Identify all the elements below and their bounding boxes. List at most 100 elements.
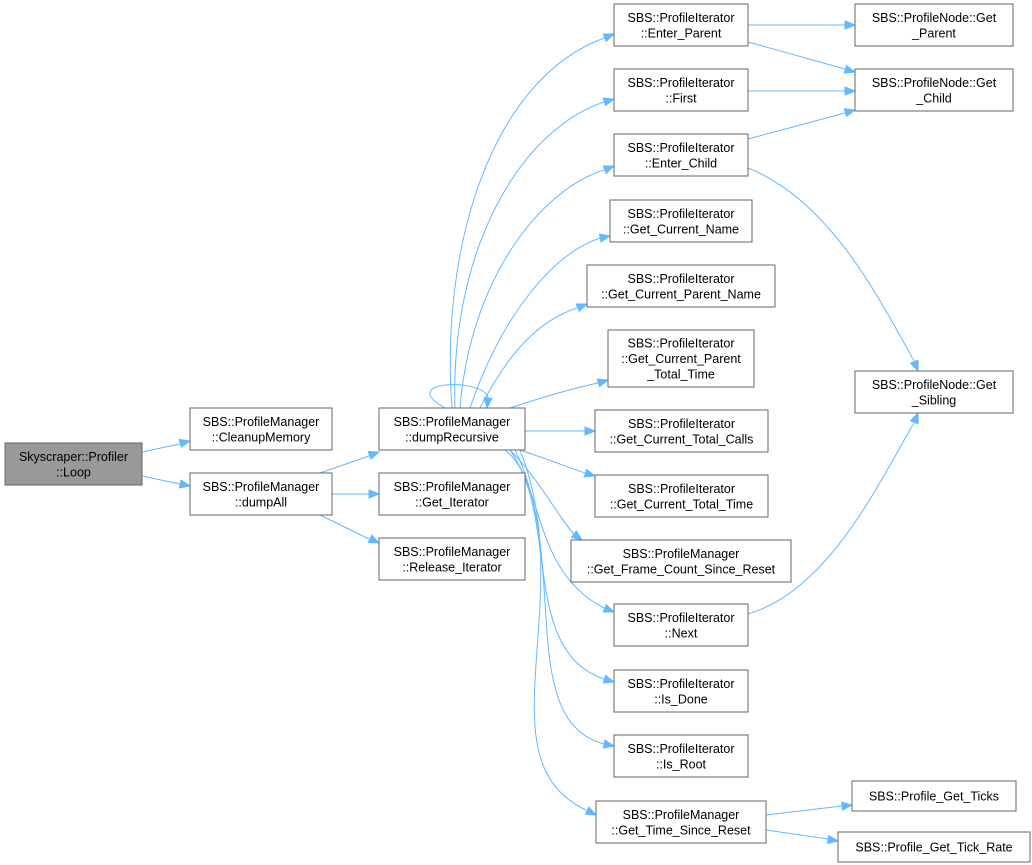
node-dumprec[interactable]: SBS::ProfileManager::dumpRecursive	[378, 407, 526, 451]
edges-layer	[141, 20, 919, 845]
node-label-line: SBS::ProfileManager	[203, 415, 320, 429]
node-label-line: SBS::Profile_Get_Tick_Rate	[855, 841, 1012, 855]
node-label-line: _Total_Time	[646, 368, 715, 382]
node-box	[594, 409, 769, 453]
edge-enterchild-getsibling	[747, 167, 919, 373]
node-label-line: ::Loop	[56, 465, 91, 479]
node-curtotalcalls[interactable]: SBS::ProfileIterator::Get_Current_Total_…	[594, 409, 769, 453]
node-label-line: SBS::ProfileIterator	[628, 141, 735, 155]
node-box	[607, 329, 755, 388]
node-label-line: ::dumpRecursive	[405, 430, 499, 444]
node-box	[189, 407, 333, 451]
node-box	[594, 474, 769, 518]
edge-enterchild-getchild	[747, 108, 857, 140]
edge-first-getchild	[748, 86, 857, 96]
node-first[interactable]: SBS::ProfileIterator::First	[613, 68, 749, 112]
edge-dumprec-curname	[469, 233, 612, 409]
node-getticks[interactable]: SBS::Profile_Get_Ticks	[851, 780, 1017, 812]
node-label-line: SBS::ProfileIterator	[628, 337, 735, 351]
node-label-line: SBS::ProfileIterator	[628, 417, 735, 431]
node-curparentname[interactable]: SBS::ProfileIterator::Get_Current_Parent…	[586, 264, 776, 308]
node-curtotaltime[interactable]: SBS::ProfileIterator::Get_Current_Total_…	[594, 474, 769, 518]
node-label-line: SBS::ProfileIterator	[628, 742, 735, 756]
node-label-line: ::First	[665, 91, 697, 105]
nodes-layer: Skyscraper::Profiler::LoopSBS::ProfileMa…	[4, 3, 1031, 863]
node-box	[613, 133, 749, 177]
node-box	[609, 199, 753, 243]
edge-dumprec-timesince	[519, 449, 598, 816]
node-getparent[interactable]: SBS::ProfileNode::Get_Parent	[854, 3, 1014, 47]
node-label-line: SBS::ProfileIterator	[628, 11, 735, 25]
node-label-line: ::Get_Time_Since_Reset	[611, 823, 751, 837]
edge-dumprec-self	[429, 384, 493, 410]
edge-dumprec-next	[504, 449, 616, 613]
node-box	[613, 669, 749, 713]
node-box	[613, 68, 749, 112]
node-getiter[interactable]: SBS::ProfileManager::Get_Iterator	[378, 472, 526, 516]
node-label-line: ::Enter_Child	[645, 156, 717, 170]
node-label-line: SBS::ProfileManager	[623, 808, 740, 822]
node-box	[613, 3, 749, 47]
node-label-line: Skyscraper::Profiler	[19, 450, 128, 464]
node-label-line: SBS::ProfileIterator	[628, 272, 735, 286]
node-box	[378, 407, 526, 451]
node-curparenttotal[interactable]: SBS::ProfileIterator::Get_Current_Parent…	[607, 329, 755, 388]
node-box	[570, 539, 792, 583]
node-label-line: ::CleanupMemory	[212, 430, 311, 444]
node-loop[interactable]: Skyscraper::Profiler::Loop	[4, 442, 143, 486]
node-label-line: SBS::ProfileIterator	[628, 611, 735, 625]
node-label-line: ::Get_Iterator	[415, 495, 489, 509]
node-label-line: SBS::ProfileNode::Get	[872, 76, 997, 90]
node-timesince[interactable]: SBS::ProfileManager::Get_Time_Since_Rese…	[595, 800, 767, 844]
node-isroot[interactable]: SBS::ProfileIterator::Is_Root	[613, 734, 749, 778]
node-label-line: ::dumpAll	[235, 495, 287, 509]
node-label-line: ::Next	[665, 626, 698, 640]
node-curname[interactable]: SBS::ProfileIterator::Get_Current_Name	[609, 199, 753, 243]
node-label-line: _Parent	[911, 26, 956, 40]
node-label-line: SBS::ProfileManager	[394, 415, 511, 429]
edge-dumprec-enterchild	[459, 165, 616, 409]
node-framecount[interactable]: SBS::ProfileManager::Get_Frame_Count_Sin…	[570, 539, 792, 583]
node-box	[595, 800, 767, 844]
edge-dumpall-getiter	[332, 489, 381, 499]
node-cleanup[interactable]: SBS::ProfileManager::CleanupMemory	[189, 407, 333, 451]
node-label-line: ::Enter_Parent	[641, 26, 722, 40]
node-label-line: SBS::ProfileManager	[203, 480, 320, 494]
node-isdone[interactable]: SBS::ProfileIterator::Is_Done	[613, 669, 749, 713]
node-getchild[interactable]: SBS::ProfileNode::Get_Child	[854, 68, 1014, 112]
node-box	[378, 472, 526, 516]
edge-loop-dumpall	[141, 475, 192, 489]
edge-dumprec-isroot	[514, 449, 616, 749]
node-enterparent[interactable]: SBS::ProfileIterator::Enter_Parent	[613, 3, 749, 47]
node-box	[378, 537, 526, 581]
node-label-line: ::Release_Iterator	[402, 560, 501, 574]
node-getsibling[interactable]: SBS::ProfileNode::Get_Sibling	[854, 370, 1014, 414]
node-next[interactable]: SBS::ProfileIterator::Next	[613, 603, 749, 647]
edge-timesince-tickrate	[765, 829, 840, 845]
edge-dumprec-first	[454, 97, 616, 409]
node-box	[851, 780, 1017, 812]
node-label-line: ::Is_Root	[656, 757, 707, 771]
edge-loop-cleanup	[141, 438, 192, 453]
node-box	[4, 442, 143, 486]
node-label-line: ::Get_Frame_Count_Since_Reset	[587, 562, 776, 576]
node-label-line: SBS::ProfileIterator	[628, 677, 735, 691]
node-box	[854, 370, 1014, 414]
edge-dumprec-curtotaltime	[519, 449, 597, 478]
node-dumpall[interactable]: SBS::ProfileManager::dumpAll	[189, 472, 333, 516]
node-label-line: SBS::ProfileNode::Get	[872, 378, 997, 392]
node-tickrate[interactable]: SBS::Profile_Get_Tick_Rate	[837, 831, 1031, 863]
node-reliter[interactable]: SBS::ProfileManager::Release_Iterator	[378, 537, 526, 581]
node-box	[189, 472, 333, 516]
node-label-line: _Sibling	[911, 393, 957, 407]
node-label-line: _Child	[915, 91, 951, 105]
edge-dumprec-enterparent	[449, 33, 616, 409]
node-label-line: SBS::ProfileIterator	[628, 76, 735, 90]
edge-next-getsibling	[747, 411, 919, 615]
edge-dumpall-reliter	[319, 514, 381, 544]
node-enterchild[interactable]: SBS::ProfileIterator::Enter_Child	[613, 133, 749, 177]
node-box	[586, 264, 776, 308]
edge-dumprec-curparentname	[479, 303, 589, 409]
node-box	[854, 68, 1014, 112]
